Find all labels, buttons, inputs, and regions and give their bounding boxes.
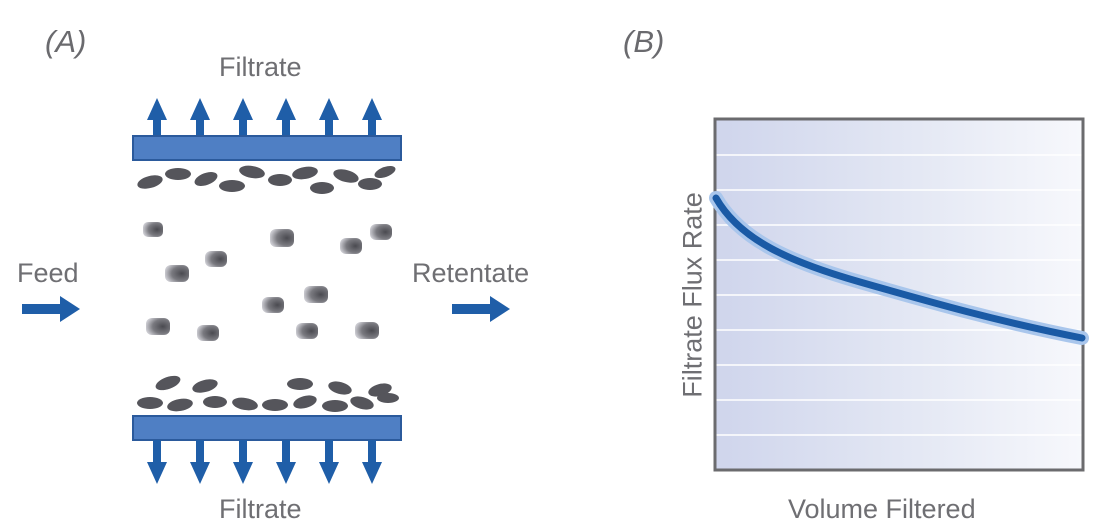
x-axis-label: Volume Filtered [788, 494, 976, 524]
filtrate-top-label: Filtrate [219, 52, 302, 82]
panel-a-label: (A) [45, 24, 87, 59]
filtrate-arrows-top [147, 98, 382, 136]
retentate-label: Retentate [412, 258, 530, 288]
plot-frame [713, 117, 1085, 472]
feed-arrow [22, 296, 80, 322]
flux-curve [712, 194, 1086, 342]
top-membrane [132, 135, 402, 161]
bottom-membrane [132, 415, 402, 441]
retentate-arrow [452, 296, 510, 322]
feed-label: Feed [17, 258, 79, 288]
filtrate-arrows-bottom [147, 440, 382, 484]
suspended-particles [143, 222, 392, 341]
top-cake-layer [137, 165, 396, 194]
bottom-cake-layer [137, 375, 399, 412]
panel-b-label: (B) [623, 24, 665, 59]
filtrate-bottom-label: Filtrate [219, 494, 302, 524]
